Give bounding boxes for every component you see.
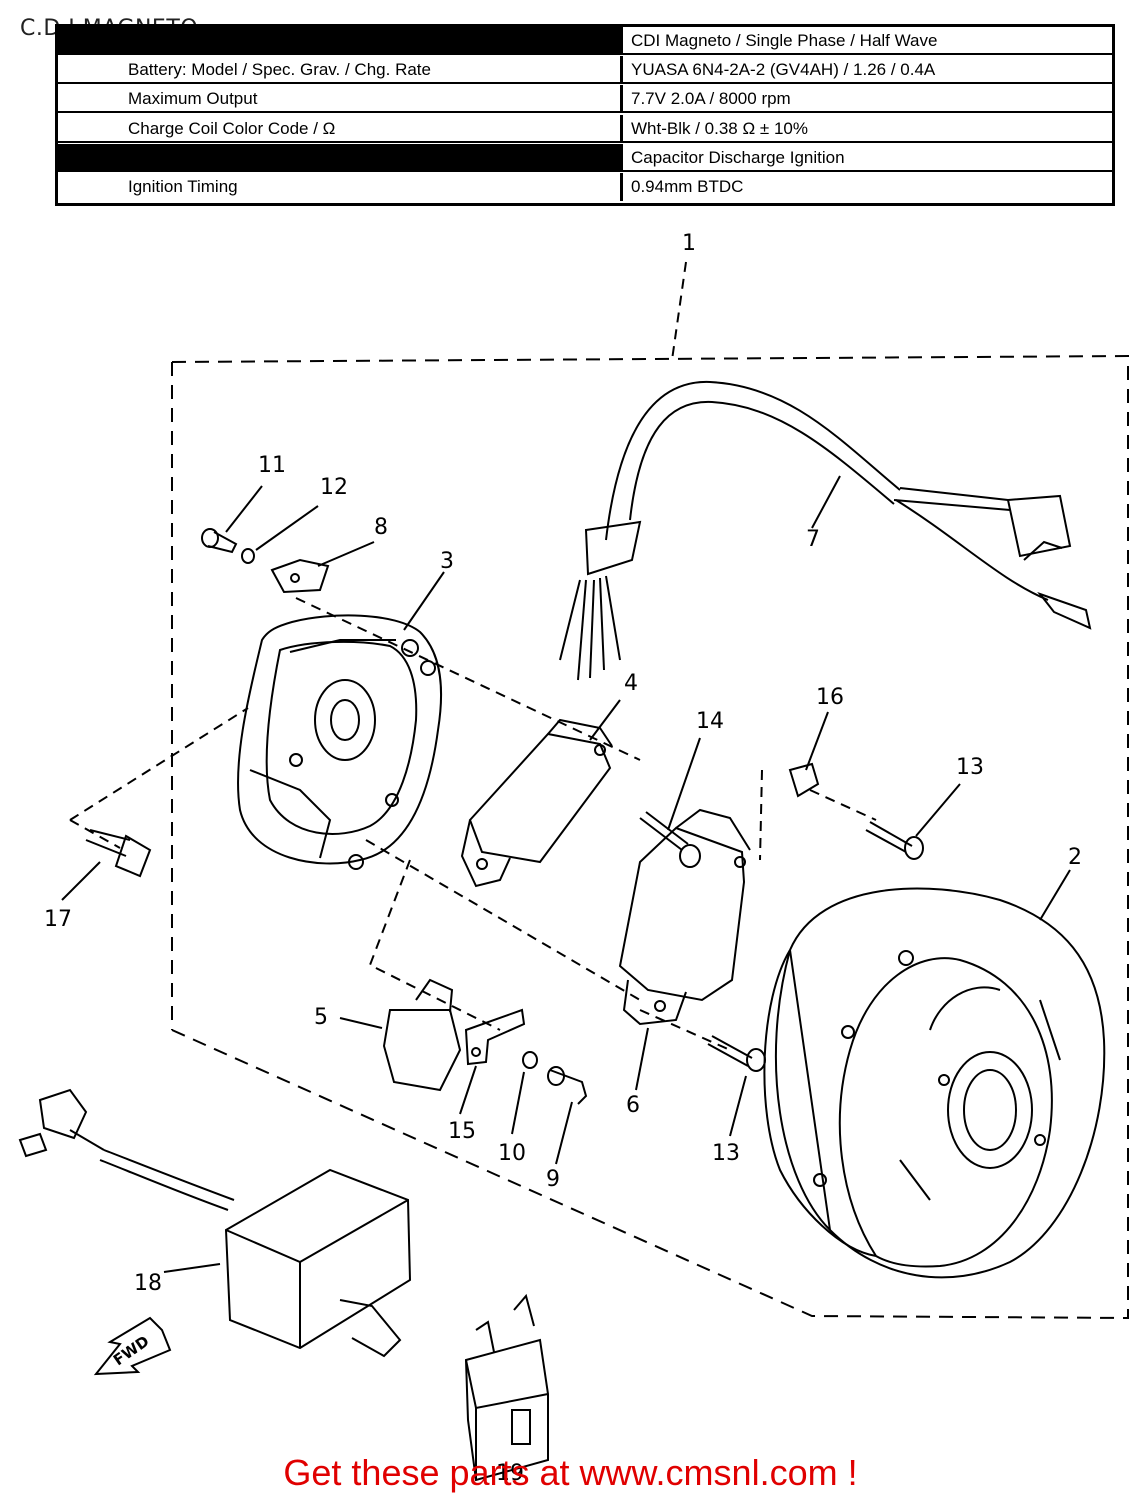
leader-line bbox=[365, 839, 641, 1001]
spec-row: Capacitor Discharge Ignition bbox=[58, 144, 1112, 172]
spec-label: Ignition Timing bbox=[58, 173, 623, 201]
spec-label bbox=[58, 144, 623, 170]
washer bbox=[522, 1051, 538, 1069]
leader-line bbox=[671, 261, 687, 361]
spec-label bbox=[58, 27, 623, 53]
callout-1: 1 bbox=[682, 231, 696, 256]
callout-13: 13 bbox=[956, 755, 984, 780]
leader-line bbox=[295, 597, 641, 761]
callout-8: 8 bbox=[374, 515, 388, 540]
spec-value: YUASA 6N4-2A-2 (GV4AH) / 1.26 / 0.4A bbox=[631, 60, 936, 79]
flywheel-rotor bbox=[763, 887, 1106, 1279]
spec-value: 0.94mm BTDC bbox=[631, 177, 744, 196]
bracket bbox=[788, 762, 820, 798]
screw bbox=[707, 1035, 766, 1072]
screw bbox=[639, 811, 701, 868]
callout-18: 18 bbox=[134, 1271, 162, 1296]
spec-row: Battery: Model / Spec. Grav. / Chg. Rate… bbox=[58, 56, 1112, 84]
bracket bbox=[464, 1008, 526, 1066]
lead-wire bbox=[559, 380, 1092, 681]
spec-row: Maximum Output 7.7V 2.0A / 8000 rpm bbox=[58, 85, 1112, 113]
spec-value: CDI Magneto / Single Phase / Half Wave bbox=[631, 31, 938, 50]
callout-12: 12 bbox=[320, 475, 348, 500]
spec-value: Wht-Blk / 0.38 Ω ± 10% bbox=[631, 119, 808, 138]
leader-line bbox=[759, 769, 763, 861]
callout-16: 16 bbox=[816, 685, 844, 710]
screw bbox=[865, 821, 924, 860]
pulser-coil bbox=[382, 978, 462, 1092]
spec-row: CDI Magneto / Single Phase / Half Wave bbox=[58, 27, 1112, 55]
assembly-boundary bbox=[171, 354, 1129, 1320]
leader-line bbox=[69, 707, 249, 821]
callout-13: 13 bbox=[712, 1141, 740, 1166]
callout-3: 3 bbox=[440, 549, 454, 574]
pickup-coil bbox=[460, 718, 613, 888]
rectifier bbox=[464, 1293, 549, 1482]
spec-label: Charge Coil Color Code / Ω bbox=[58, 115, 623, 141]
callout-7: 7 bbox=[806, 527, 820, 552]
spec-label: Maximum Output bbox=[58, 85, 623, 111]
callout-10: 10 bbox=[498, 1141, 526, 1166]
spec-value: Capacitor Discharge Ignition bbox=[631, 148, 845, 167]
leader-line bbox=[809, 789, 877, 821]
leader-line bbox=[69, 819, 121, 849]
stator-plate bbox=[237, 614, 443, 870]
spec-table: CDI Magneto / Single Phase / Half Wave B… bbox=[55, 24, 1115, 206]
cdi-unit bbox=[18, 1088, 412, 1358]
leader-line bbox=[639, 1009, 731, 1051]
callout-14: 14 bbox=[696, 709, 724, 734]
spec-value: 7.7V 2.0A / 8000 rpm bbox=[631, 89, 791, 108]
screw bbox=[547, 1066, 588, 1105]
bracket bbox=[270, 558, 330, 594]
spec-row: Ignition Timing 0.94mm BTDC bbox=[58, 173, 1112, 201]
callout-5: 5 bbox=[314, 1005, 328, 1030]
spec-row: Charge Coil Color Code / Ω Wht-Blk / 0.3… bbox=[58, 115, 1112, 143]
callout-9: 9 bbox=[546, 1167, 560, 1192]
footer-link-text[interactable]: Get these parts at www.cmsnl.com ! bbox=[283, 1452, 858, 1493]
callout-17: 17 bbox=[44, 907, 72, 932]
spec-label: Battery: Model / Spec. Grav. / Chg. Rate bbox=[58, 56, 623, 82]
callout-19: 19 bbox=[496, 1461, 524, 1486]
callout-4: 4 bbox=[624, 671, 638, 696]
callout-15: 15 bbox=[448, 1119, 476, 1144]
fwd-arrow-icon bbox=[93, 1316, 172, 1376]
callout-6: 6 bbox=[626, 1093, 640, 1118]
leader-line bbox=[368, 859, 501, 1031]
source-coil bbox=[618, 808, 751, 1026]
screw bbox=[201, 528, 238, 554]
callout-2: 2 bbox=[1068, 845, 1082, 870]
callout-11: 11 bbox=[258, 453, 286, 478]
washer bbox=[241, 548, 255, 564]
screw bbox=[85, 829, 152, 878]
